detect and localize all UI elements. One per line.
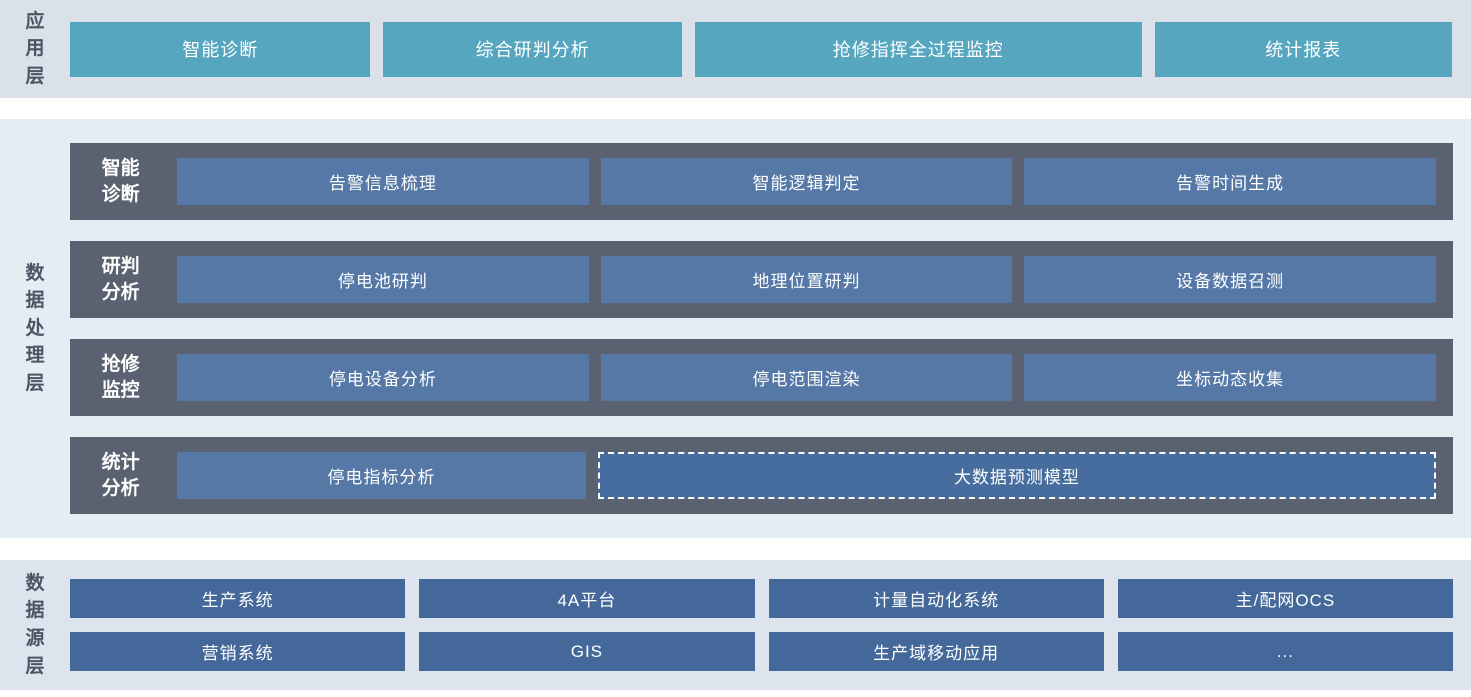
- processing-layer-label: 数据处理层: [0, 260, 70, 398]
- processing-row-label: 统计分析: [70, 450, 177, 501]
- source-block-ellipsis: ...: [1117, 632, 1453, 671]
- proc-block-outage-range-rendering: 停电范围渲染: [600, 354, 1013, 401]
- processing-row-statistical-analysis: 统计分析 停电指标分析 大数据预测模型: [70, 437, 1453, 514]
- proc-block-alarm-time-generation: 告警时间生成: [1024, 158, 1437, 205]
- app-block-intelligent-diagnosis: 智能诊断: [70, 21, 371, 77]
- processing-row-label: 智能诊断: [70, 156, 177, 207]
- processing-row-label: 研判分析: [70, 254, 177, 305]
- app-block-statistical-reports: 统计报表: [1154, 21, 1452, 77]
- processing-row-blocks: 停电设备分析 停电范围渲染 坐标动态收集: [177, 354, 1453, 401]
- processing-row-blocks: 停电指标分析 大数据预测模型: [177, 452, 1453, 499]
- source-layer-label: 数据源层: [0, 570, 70, 680]
- processing-layer-band: 数据处理层 智能诊断 告警信息梳理 智能逻辑判定 告警时间生成 研判分析 停电池…: [0, 119, 1471, 538]
- application-layer-band: 应用层 智能诊断 综合研判分析 抢修指挥全过程监控 统计报表: [0, 0, 1471, 98]
- proc-block-device-data-retrieval: 设备数据召测: [1024, 256, 1437, 303]
- processing-row-label-text: 抢修监控: [101, 353, 140, 401]
- processing-row-blocks: 停电池研判 地理位置研判 设备数据召测: [177, 256, 1453, 303]
- application-layer-label: 应用层: [0, 8, 70, 91]
- app-block-repair-monitoring: 抢修指挥全过程监控: [694, 21, 1142, 77]
- processing-row-label-text: 研判分析: [101, 255, 140, 303]
- application-layer-label-text: 应用层: [25, 10, 45, 87]
- proc-block-alarm-info-sorting: 告警信息梳理: [177, 158, 589, 205]
- proc-block-big-data-prediction-model: 大数据预测模型: [597, 452, 1436, 499]
- proc-block-geographic-location-analysis: 地理位置研判: [600, 256, 1013, 303]
- source-layer-label-text: 数据源层: [25, 572, 45, 677]
- source-block-production-system: 生产系统: [70, 579, 406, 618]
- source-rows: 生产系统 4A平台 计量自动化系统 主/配网OCS 营销系统 GIS 生产域移动…: [70, 579, 1471, 671]
- processing-rows: 智能诊断 告警信息梳理 智能逻辑判定 告警时间生成 研判分析 停电池研判 地理位…: [70, 143, 1471, 514]
- app-block-comprehensive-analysis: 综合研判分析: [383, 21, 682, 77]
- processing-row-analysis: 研判分析 停电池研判 地理位置研判 设备数据召测: [70, 241, 1453, 318]
- processing-row-blocks: 告警信息梳理 智能逻辑判定 告警时间生成: [177, 158, 1453, 205]
- processing-row-label-text: 统计分析: [101, 451, 140, 499]
- processing-row-label: 抢修监控: [70, 352, 177, 403]
- source-block-production-mobile-app: 生产域移动应用: [768, 632, 1104, 671]
- source-block-metering-automation-system: 计量自动化系统: [768, 579, 1104, 618]
- source-row-2: 营销系统 GIS 生产域移动应用 ...: [70, 632, 1453, 671]
- source-block-marketing-system: 营销系统: [70, 632, 406, 671]
- source-block-gis: GIS: [419, 632, 755, 671]
- proc-block-outage-battery-analysis: 停电池研判: [177, 256, 589, 303]
- application-button-row: 智能诊断 综合研判分析 抢修指挥全过程监控 统计报表: [70, 21, 1471, 77]
- source-layer-band: 数据源层 生产系统 4A平台 计量自动化系统 主/配网OCS 营销系统 GIS …: [0, 560, 1471, 690]
- source-block-4a-platform: 4A平台: [419, 579, 755, 618]
- processing-row-intelligent-diagnosis: 智能诊断 告警信息梳理 智能逻辑判定 告警时间生成: [70, 143, 1453, 220]
- proc-block-coordinate-dynamic-collection: 坐标动态收集: [1024, 354, 1437, 401]
- source-row-1: 生产系统 4A平台 计量自动化系统 主/配网OCS: [70, 579, 1453, 618]
- proc-block-outage-indicator-analysis: 停电指标分析: [177, 452, 586, 499]
- proc-block-intelligent-logic-judgement: 智能逻辑判定: [600, 158, 1013, 205]
- processing-layer-label-text: 数据处理层: [25, 262, 45, 394]
- source-block-main-distribution-ocs: 主/配网OCS: [1117, 579, 1453, 618]
- proc-block-outage-device-analysis: 停电设备分析: [177, 354, 589, 401]
- processing-row-repair-monitoring: 抢修监控 停电设备分析 停电范围渲染 坐标动态收集: [70, 339, 1453, 416]
- processing-row-label-text: 智能诊断: [101, 157, 140, 205]
